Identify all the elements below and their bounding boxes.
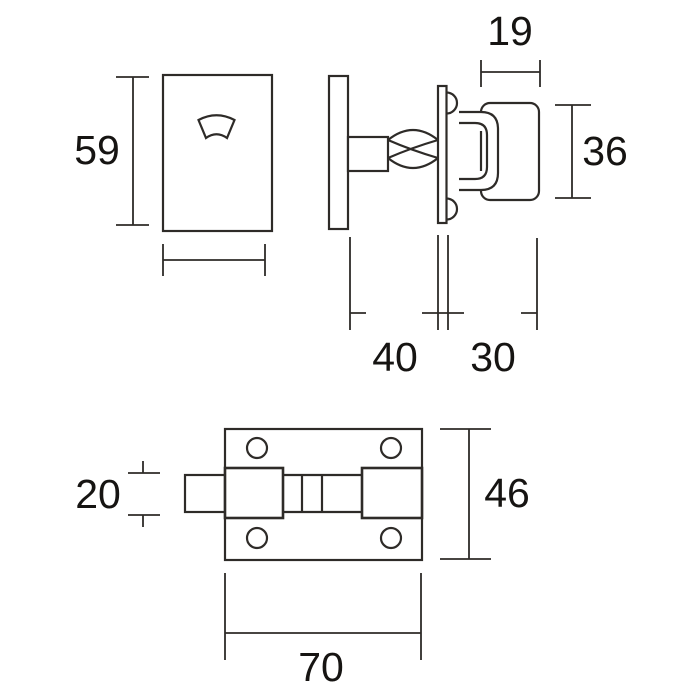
spindle-arc-bottom (387, 157, 439, 170)
guide-block-right (360, 466, 424, 520)
spindle-hub (346, 135, 390, 173)
dim-lines-70 (224, 573, 422, 660)
dim-lines-59 (116, 76, 149, 226)
bolt-slide-track (283, 473, 362, 514)
dim-lines-36 (555, 104, 591, 199)
side-view (327, 74, 541, 231)
keeper-flange (436, 84, 448, 225)
spindle-cross-line-1 (387, 138, 439, 160)
dim-label-40: 40 (372, 334, 418, 380)
dim-label-19: 19 (487, 8, 533, 54)
dim-keeper-width: 19 (480, 8, 541, 87)
dim-front-plate-width-unlabeled (162, 244, 266, 276)
dim-label-70: 70 (298, 644, 344, 690)
dim-label-46: 46 (484, 470, 530, 516)
staple-bracket-fill (459, 112, 498, 190)
dim-front-plate-height: 59 (74, 76, 149, 226)
dim-plate-to-keeper: 40 30 (349, 235, 538, 380)
spindle-cross-line-2 (387, 138, 439, 160)
staple-bracket-inner (459, 121, 489, 181)
dim-lines-20 (128, 461, 160, 527)
dim-extension-lines-40-30 (349, 235, 538, 330)
dim-base-plate-height: 46 (440, 428, 530, 560)
thumbturn-indicator (197, 114, 236, 140)
dim-lines-19 (480, 60, 541, 87)
dim-label-36: 36 (582, 128, 628, 174)
dim-base-plate-width: 70 (224, 573, 422, 690)
screw-hole-bottom-right (379, 526, 403, 550)
dim-label-59: 59 (74, 127, 120, 173)
front-view (161, 73, 274, 233)
screw-hole-bottom-left (245, 526, 269, 550)
dim-label-20: 20 (75, 471, 121, 517)
screw-hole-top-right (379, 436, 403, 460)
spindle-arc-top (387, 128, 439, 141)
screw-head-top (446, 91, 459, 115)
dim-label-30: 30 (470, 334, 516, 380)
staple-bracket-outer (459, 110, 500, 192)
screw-head-bottom (446, 197, 459, 221)
dim-lines-front-width (162, 244, 266, 276)
bolt-tongue (183, 473, 227, 514)
dim-bolt-width: 20 (75, 461, 160, 527)
guide-block-left (223, 466, 285, 520)
dim-keeper-height: 36 (555, 104, 628, 199)
dim-lines-46 (440, 428, 491, 560)
screw-hole-top-left (245, 436, 269, 460)
front-plate (161, 73, 274, 233)
face-plate-profile (327, 74, 350, 231)
plan-view (183, 427, 424, 562)
